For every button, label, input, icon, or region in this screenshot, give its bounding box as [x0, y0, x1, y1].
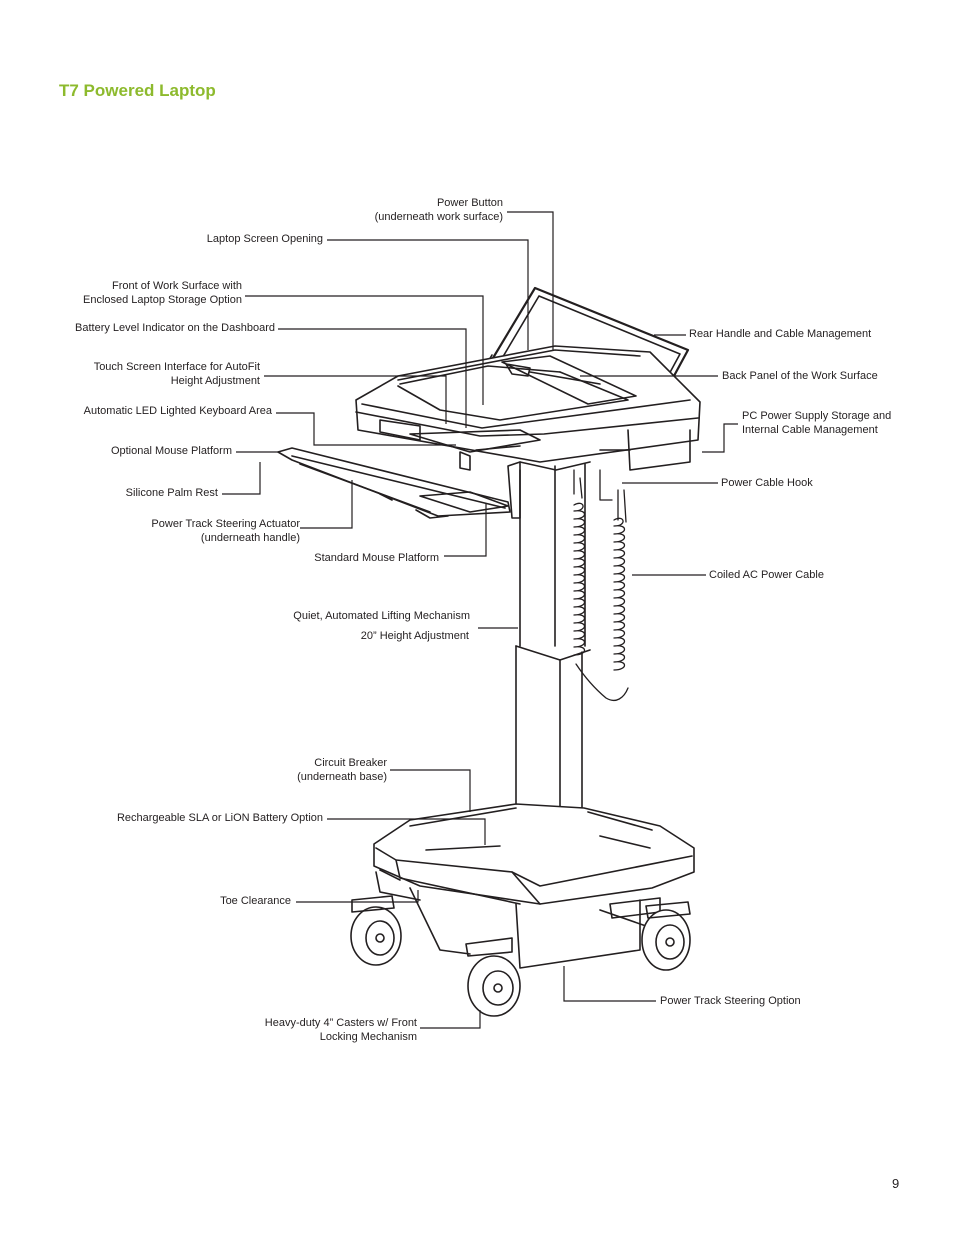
label-battery-level-indicator: Battery Level Indicator on the Dashboard — [75, 322, 275, 334]
label-power-cable-hook: Power Cable Hook — [721, 477, 813, 489]
leader-front-surface — [245, 295, 484, 405]
leader-casters — [420, 1010, 481, 1029]
label-rear-handle: Rear Handle and Cable Management — [689, 328, 872, 340]
leader-toe-clearance — [296, 890, 419, 903]
keyboard-platform-drawing — [277, 447, 511, 519]
label-laptop-screen-opening: Laptop Screen Opening — [206, 233, 323, 245]
label-silicone-palm-rest: Silicone Palm Rest — [125, 487, 218, 499]
lifting-column-drawing — [507, 461, 591, 851]
label-circuit-breaker: Circuit Breaker(underneath base) — [297, 757, 387, 783]
leader-steering-option — [563, 966, 656, 1002]
leader-battery-option — [327, 818, 486, 845]
leader-palm-rest — [222, 462, 261, 495]
leader-power-button — [507, 211, 554, 350]
leader-lines — [222, 211, 738, 1029]
label-height-adjustment: 20” Height Adjustment — [360, 630, 469, 642]
label-back-panel: Back Panel of the Work Surface — [722, 370, 878, 382]
leader-steering-actuator — [300, 480, 353, 529]
leader-circuit-breaker — [390, 769, 471, 812]
label-toe-clearance: Toe Clearance — [220, 895, 291, 907]
casters-drawing — [350, 895, 691, 1017]
label-power-button: Power Button(underneath work surface) — [374, 197, 503, 223]
leader-standard-mouse — [444, 504, 487, 557]
label-optional-mouse-platform: Optional Mouse Platform — [110, 445, 232, 457]
leader-battery-indicator — [278, 328, 467, 428]
leader-led-keyboard — [276, 412, 456, 446]
base-drawing — [373, 803, 695, 969]
page-number: 9 — [892, 1176, 900, 1191]
label-battery-option: Rechargeable SLA or LiON Battery Option — [116, 812, 323, 824]
label-standard-mouse-platform: Standard Mouse Platform — [314, 552, 439, 564]
coiled-cable-drawing — [573, 469, 629, 702]
leader-pc-power — [702, 423, 738, 453]
label-lifting-mechanism: Quiet, Automated Lifting Mechanism — [293, 610, 470, 622]
label-steering-actuator: Power Track Steering Actuator(underneath… — [151, 518, 300, 544]
page-title: T7 Powered Laptop — [59, 81, 216, 100]
label-led-keyboard-area: Automatic LED Lighted Keyboard Area — [83, 405, 272, 417]
label-coiled-ac-cable: Coiled AC Power Cable — [709, 569, 824, 581]
work-surface-drawing — [355, 345, 701, 471]
leader-laptop-screen — [327, 239, 529, 350]
leader-touch-screen — [264, 375, 447, 424]
label-steering-option: Power Track Steering Option — [660, 995, 801, 1007]
